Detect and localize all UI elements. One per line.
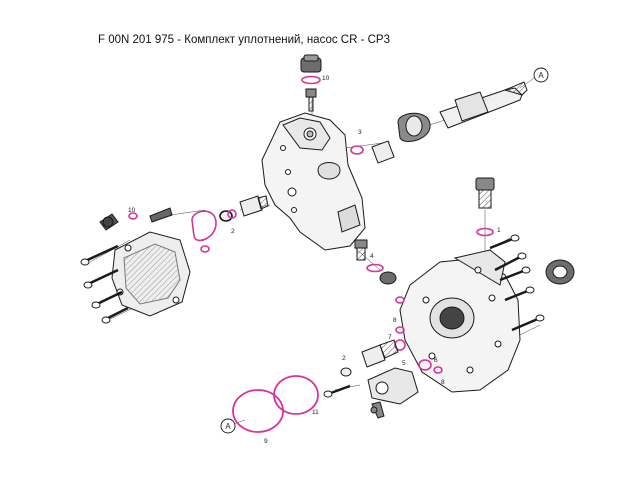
metering-valve [340, 339, 432, 419]
callout-11: 11 [312, 409, 319, 416]
middle-fitting [354, 239, 397, 285]
valve-fitting-upper [239, 195, 269, 217]
upper-seals [128, 209, 237, 253]
large-o-rings [232, 375, 319, 433]
callout-10-top: 10 [322, 75, 330, 82]
cover-screws [80, 244, 129, 324]
drive-shaft [350, 81, 528, 164]
callout-8-upper: 8 [393, 317, 397, 324]
bottom-screw [323, 384, 351, 398]
reference-markers: A A [220, 67, 549, 434]
rear-cover [80, 207, 191, 324]
pressure-connector [475, 177, 495, 237]
ref-a-top: A [538, 71, 544, 80]
seal-ring-top [301, 75, 321, 85]
callout-10-left: 10 [128, 207, 136, 214]
callout-9: 9 [264, 438, 268, 445]
ref-a-bottom: A [225, 422, 231, 431]
pump-housing-upper [261, 112, 366, 251]
callout-1: 1 [497, 227, 501, 234]
callout-7: 7 [388, 334, 392, 341]
o-ring-9 [232, 389, 284, 433]
top-plug [300, 54, 322, 112]
seal-ring-connector [476, 227, 494, 237]
callout-6: 6 [434, 357, 438, 364]
callout-numbers: 10 3 10 2 4 1 8 7 5 2 6 8 11 9 [128, 75, 501, 445]
seal-ring-shaft [350, 145, 364, 155]
callout-5: 5 [402, 360, 406, 367]
callout-2-lower: 2 [342, 355, 346, 362]
callout-8-lower: 8 [441, 379, 445, 386]
lower-body-screws [489, 234, 545, 332]
o-ring-11 [273, 375, 319, 415]
pump-housing-lower [399, 249, 521, 393]
seal-gasket-large [191, 210, 217, 242]
callout-4: 4 [370, 253, 374, 260]
diagram-title: F 00N 201 975 - Комплект уплотнений, нас… [98, 34, 390, 46]
callout-3: 3 [358, 129, 362, 136]
radial-seal-right [545, 259, 575, 285]
callout-2-upper: 2 [231, 228, 235, 235]
